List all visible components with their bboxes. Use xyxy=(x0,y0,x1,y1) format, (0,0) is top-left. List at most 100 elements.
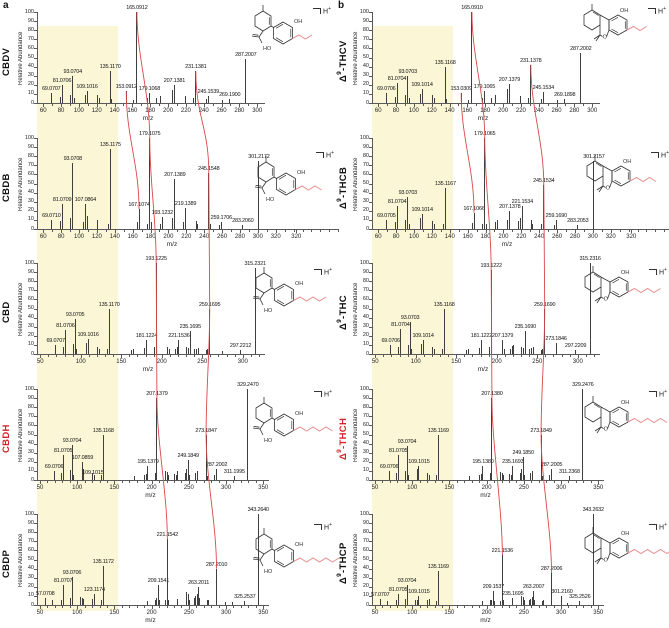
peak-label: 207.1379 xyxy=(498,76,521,83)
x-axis-tick-label: 120 xyxy=(91,108,102,114)
x-axis-tick xyxy=(449,606,451,609)
y-axis-tick xyxy=(34,192,37,194)
peak-bar xyxy=(186,469,188,480)
x-axis-tick xyxy=(64,355,66,357)
peak-bar xyxy=(197,223,199,229)
peak-label: 109.1016 xyxy=(76,84,98,91)
peak-bar xyxy=(503,600,505,605)
peak-bar xyxy=(491,398,493,480)
y-axis-tick xyxy=(369,138,372,139)
peak-bar xyxy=(185,208,187,229)
peak-bar xyxy=(144,474,146,480)
x-axis-tick xyxy=(166,606,168,608)
y-axis-tick xyxy=(34,344,37,346)
x-axis-tick xyxy=(218,606,220,608)
y-axis-tick-label: 30 xyxy=(362,449,369,456)
compound-name-Δ9-THCH: Δ9-THCH xyxy=(336,417,350,460)
panel-label-b: b xyxy=(338,0,345,11)
x-axis-tick xyxy=(84,481,86,483)
x-axis-tick xyxy=(467,104,469,107)
y-axis-tick xyxy=(34,470,37,472)
ion-bracket xyxy=(314,269,322,276)
x-axis-tick xyxy=(646,230,648,232)
y-axis-tick-label: 100 xyxy=(359,259,369,266)
x-axis-tick-label: 100 xyxy=(407,485,418,491)
peak-bar xyxy=(183,221,185,229)
x-axis-tick xyxy=(181,606,183,608)
peak-bar xyxy=(541,476,543,480)
x-axis-tick xyxy=(530,230,532,232)
y-axis-tick xyxy=(369,605,372,606)
peak-bar xyxy=(482,601,484,605)
y-axis-tick xyxy=(34,568,37,570)
peak-bar xyxy=(567,603,569,605)
svg-text:OH: OH xyxy=(621,270,629,276)
peak-bar xyxy=(409,322,411,354)
x-axis-tick xyxy=(448,355,450,357)
x-axis-tick-label: 180 xyxy=(480,108,491,114)
x-axis-tick xyxy=(181,481,183,483)
x-axis-tick xyxy=(92,481,94,483)
x-axis-tick xyxy=(302,230,304,232)
x-axis-tick xyxy=(263,481,265,484)
peak-bar xyxy=(398,346,400,354)
y-axis-tick-label: 30 xyxy=(362,574,369,581)
peak-bar xyxy=(159,223,161,229)
x-axis-tick xyxy=(92,606,94,608)
x-axis-tick xyxy=(382,606,384,608)
peak-bar xyxy=(108,223,110,229)
x-axis-tick xyxy=(296,230,298,233)
y-axis-tick xyxy=(369,425,372,427)
peak-label: 195.1379 xyxy=(137,459,159,466)
x-axis-tick xyxy=(136,481,138,483)
peak-bar xyxy=(195,595,197,605)
peak-bar xyxy=(407,344,409,354)
peak-bar xyxy=(387,601,389,605)
y-axis-tick-label: 10 xyxy=(362,341,369,348)
x-axis-title: m/z xyxy=(142,115,154,122)
y-axis-tick xyxy=(369,344,372,346)
y-axis-tick-label: 70 xyxy=(27,161,34,168)
x-axis-tick-label: 300 xyxy=(221,485,232,491)
peak-bar xyxy=(159,95,161,103)
peak-label: 81.0709 xyxy=(52,196,72,203)
y-axis-tick-label: 50 xyxy=(27,180,34,186)
peak-bar xyxy=(221,100,223,103)
peak-label: 329.2470 xyxy=(237,382,259,388)
peak-bar xyxy=(510,348,512,354)
y-axis-tick xyxy=(34,335,37,337)
peak-bar xyxy=(186,592,188,605)
peak-bar xyxy=(388,470,390,480)
x-axis-tick-label: 300 xyxy=(221,610,232,616)
peak-label: 107.0864 xyxy=(74,197,97,204)
x-axis-tick xyxy=(211,481,213,483)
x-axis-tick xyxy=(494,230,496,232)
peak-label: 179.1065 xyxy=(474,131,496,137)
x-axis-tick-label: 200 xyxy=(491,359,502,365)
peak-bar xyxy=(513,344,515,354)
peak-bar xyxy=(432,94,434,103)
x-axis-title: m/z xyxy=(477,366,489,373)
peak-label: 297.2212 xyxy=(229,343,252,350)
x-axis-tick xyxy=(548,230,550,232)
peak-bar xyxy=(175,474,177,480)
x-axis-title: m/z xyxy=(145,492,156,499)
peak-bar xyxy=(432,346,434,354)
peak-bar xyxy=(503,349,505,354)
y-axis-tick xyxy=(369,30,372,32)
y-axis-tick xyxy=(369,210,372,212)
peak-bar xyxy=(444,66,446,103)
peak-label: 153.0309 xyxy=(450,85,473,92)
x-axis-tick xyxy=(188,606,190,609)
peak-bar xyxy=(443,224,445,229)
x-axis-tick-label: 260 xyxy=(551,108,562,114)
peak-bar xyxy=(97,94,99,103)
peak-bar xyxy=(83,598,85,605)
peak-label: 81.0707 xyxy=(53,577,73,584)
peak-label: 315.2316 xyxy=(579,256,601,262)
x-axis-tick xyxy=(529,355,531,357)
x-axis-tick xyxy=(583,481,585,483)
x-axis-line xyxy=(37,229,339,230)
